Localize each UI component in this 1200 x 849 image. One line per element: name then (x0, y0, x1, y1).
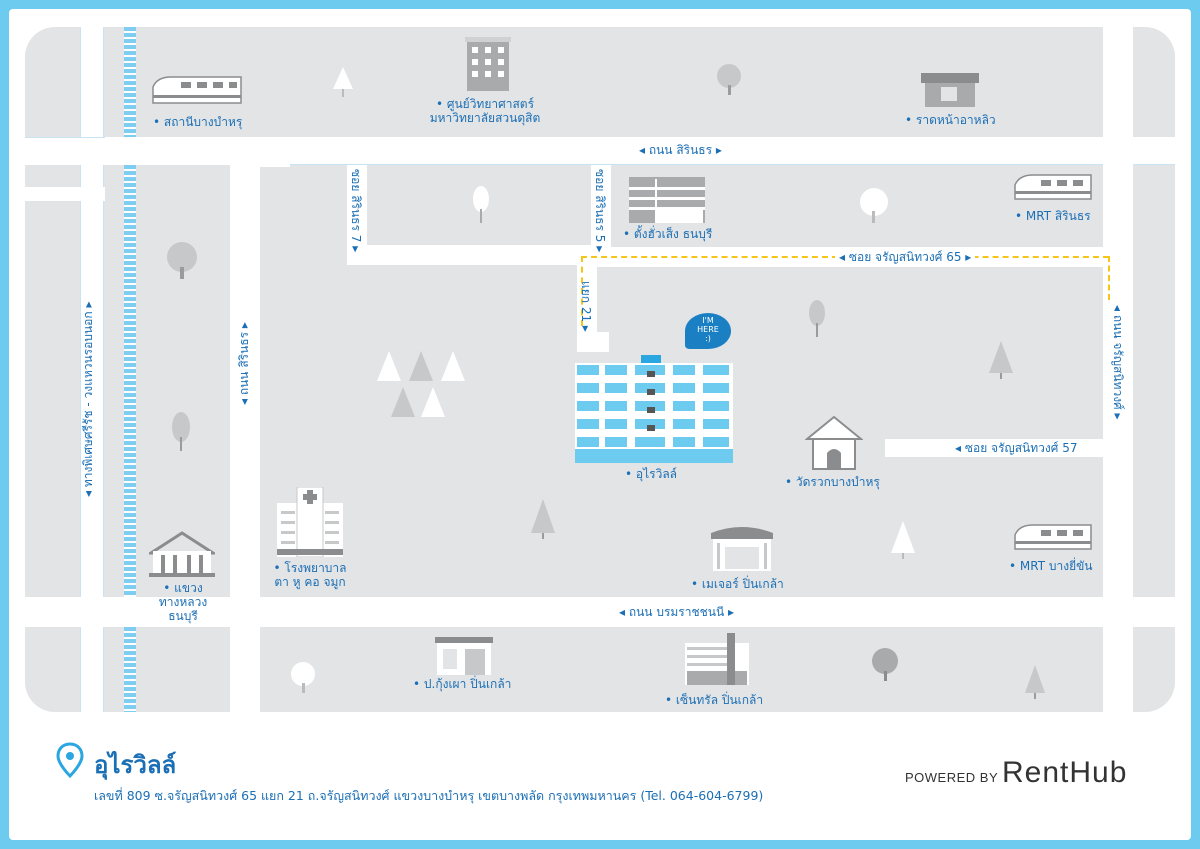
shop-icon (435, 637, 493, 679)
tree-cluster-icon (375, 347, 471, 423)
mrt-train-icon (1011, 171, 1093, 205)
place-label-u-rai-ville: • อุไรวิลล์ (625, 467, 678, 481)
property-title: อุไรวิลล์ (94, 751, 177, 779)
tree-icon (1023, 665, 1047, 703)
road-label-soi-charan-57: ◂ ซอย จรัญสนิทวงศ์ 57 (951, 441, 1082, 455)
place-label-kungphao: • ป.กุ้งเผา ปิ่นเกล้า (413, 677, 512, 691)
tree-icon (869, 647, 901, 685)
powered-by-label: POWERED BY (905, 770, 999, 785)
tree-icon (287, 661, 319, 699)
tree-icon (170, 411, 192, 457)
tree-icon (857, 187, 891, 229)
place-label-rat-na-a-lio: • ราดหน้าอาหลิว (905, 113, 996, 127)
road-label-soi-sirinthon-5: ซอย สิรินธร 5 ▸ (593, 169, 607, 253)
temple-icon (804, 415, 864, 475)
road-label-soi-charan-65: ◂ ซอย จรัญสนิทวงศ์ 65 ▸ (835, 250, 976, 264)
place-label-wat-bang-bamru: • วัดรวกบางบำหรุ (785, 475, 880, 489)
place-label-mrt-sirinthon: • MRT สิรินธร (1015, 209, 1091, 223)
road-label-expressway: ◂ ทางพิเศษศรีรัช - วงแหวนรอบนอก ▸ (81, 301, 95, 497)
road-label-sirinthon-top: ◂ ถนน สิรินธร ▸ (635, 143, 726, 157)
place-label-major-pinklao: • เมเจอร์ ปิ่นเกล้า (691, 577, 784, 591)
soi-sirinthon-5 (591, 165, 611, 265)
central-mall-icon (685, 633, 749, 689)
place-label-highway-department: • แขวงทางหลวงธนบุรี (158, 581, 208, 623)
renthub-logo[interactable]: RentHub (1002, 756, 1128, 789)
science-center-building-icon (465, 37, 511, 97)
place-label-tang-hua-seng: • ตั้งฮั่วเส็ง ธนบุรี (623, 227, 713, 241)
train-icon (147, 73, 245, 111)
tree-icon (331, 67, 355, 103)
tree-icon (165, 241, 199, 285)
place-label-hospital: • โรงพยาบาลตา หู คอ จมูก (273, 561, 347, 589)
tree-icon (807, 299, 827, 343)
place-label-bang-bamru-station: • สถานีบางบำหรุ (153, 115, 243, 129)
department-store-icon (629, 177, 705, 229)
tree-icon (471, 185, 491, 229)
tree-icon (529, 499, 557, 543)
map-area: ◂ ถนน สิรินธร ▸ ◂ ถนน สิรินธร ▸ ซอย สิริ… (25, 27, 1175, 712)
tree-icon (713, 63, 745, 101)
hospital-icon (277, 486, 343, 561)
borommaratchachonnani-road (25, 597, 1175, 627)
road-label-borommaratchachonnani: ◂ ถนน บรมราชชนนี ▸ (615, 605, 739, 619)
tree-icon (987, 341, 1015, 385)
major-cineplex-icon (709, 525, 775, 577)
government-building-icon (145, 531, 219, 581)
sirinthon-road-top (25, 137, 1175, 165)
restaurant-house-icon (921, 71, 979, 111)
rail-track (124, 27, 136, 712)
location-pin-icon (56, 742, 84, 782)
mrt-train-icon (1011, 521, 1093, 555)
place-label-mrt-bang-yi-khan: • MRT บางยี่ขัน (1009, 559, 1093, 573)
place-label-science-center: • ศูนย์วิทยาศาสตร์มหาวิทยาลัยสวนดุสิต (429, 97, 541, 125)
soi-sirinthon-7 (347, 165, 367, 265)
road-label-sirinthon-left: ◂ ถนน สิรินธร ▸ (237, 322, 251, 405)
road-label-charan-right: ◂ ถนน จรัญสนิทวงศ์ ▸ (1111, 305, 1125, 420)
road-label-soi-sirinthon-7: ซอย สิรินธร 7 ▸ (349, 169, 363, 253)
u-rai-ville-building-icon (575, 353, 733, 469)
footer: อุไรวิลล์ เลขที่ 809 ซ.จรัญสนิทวงศ์ 65 แ… (0, 712, 1200, 840)
road-label-yaek-21: แยก 21 ▸ (579, 281, 593, 332)
tree-icon (889, 521, 917, 565)
place-label-central-pinklao: • เซ็นทรัล ปิ่นเกล้า (665, 693, 764, 707)
property-address: เลขที่ 809 ซ.จรัญสนิทวงศ์ 65 แยก 21 ถ.จร… (94, 788, 764, 803)
